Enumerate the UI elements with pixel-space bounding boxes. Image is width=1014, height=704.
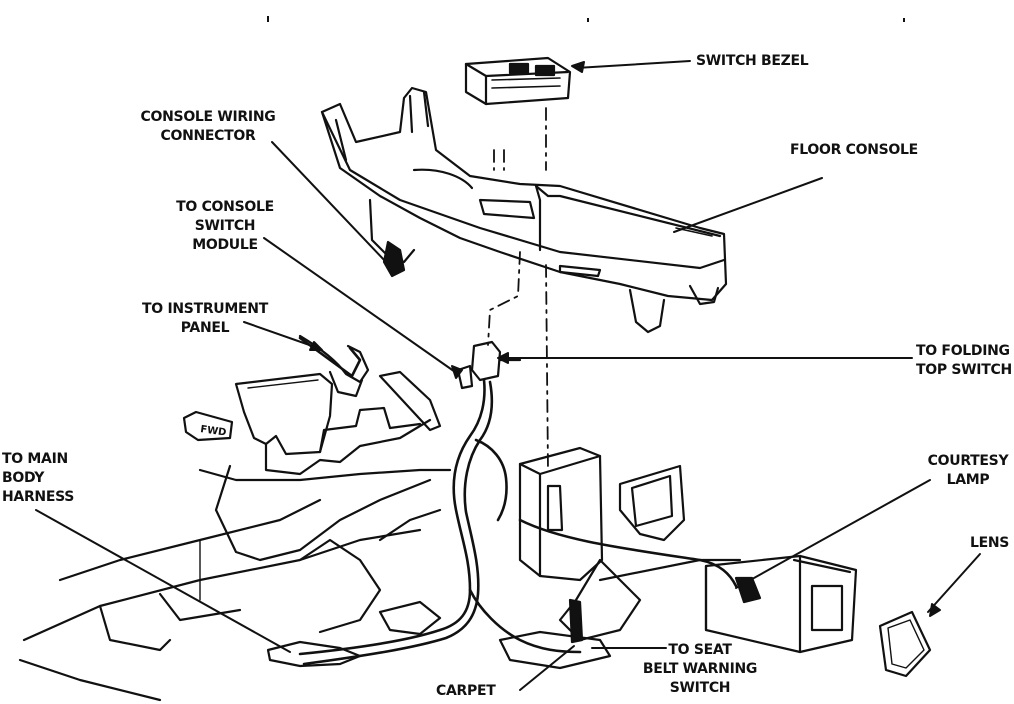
lens-text: LENS — [970, 535, 1010, 551]
label-line: BODY — [2, 470, 45, 486]
label-line: TO SEAT — [668, 642, 732, 658]
label-line: TO MAIN — [2, 451, 68, 467]
edge-marks — [267, 16, 905, 22]
console-switch-module-connector — [456, 340, 522, 390]
label-to-instrument-panel: TO INSTRUMENT PANEL — [136, 300, 274, 338]
label-line: SWITCH — [669, 680, 731, 696]
label-line: TO FOLDING — [916, 343, 1010, 359]
label-line: CONSOLE WIRING — [140, 109, 276, 125]
label-line: HARNESS — [2, 489, 75, 505]
switch-bezel-part — [464, 56, 572, 106]
carpet-text: CARPET — [436, 683, 496, 699]
label-switch-bezel: SWITCH BEZEL — [696, 52, 809, 71]
label-courtesy-lamp: COURTESY LAMP — [924, 452, 1012, 490]
main-body-harness-connector — [266, 600, 442, 668]
label-console-wiring-connector: CONSOLE WIRING CONNECTOR — [136, 108, 280, 146]
instrument-panel-connector — [298, 334, 442, 432]
label-line: TO INSTRUMENT — [142, 301, 268, 317]
alignment-lines — [487, 107, 549, 471]
label-line: CONNECTOR — [160, 128, 256, 144]
center-bracket — [518, 446, 742, 642]
switch-bezel-text: SWITCH BEZEL — [696, 53, 809, 69]
label-to-seat-belt-warning-switch: TO SEAT BELT WARNING SWITCH — [632, 641, 768, 698]
courtesy-lamp-housing — [704, 554, 858, 654]
floor-pan-structure — [18, 372, 452, 702]
label-to-console-switch-module: TO CONSOLE SWITCH MODULE — [170, 198, 280, 255]
label-line: SWITCH — [194, 218, 256, 234]
label-line: COURTESY — [927, 453, 1009, 469]
label-lens: LENS — [970, 534, 1009, 553]
label-floor-console: FLOOR CONSOLE — [790, 141, 918, 160]
label-line: BELT WARNING — [642, 661, 758, 677]
lens-part — [878, 610, 932, 678]
label-to-folding-top-switch: TO FOLDING TOP SWITCH — [916, 342, 1012, 380]
label-line: PANEL — [180, 320, 230, 336]
label-carpet: CARPET — [436, 682, 496, 701]
label-line: TO CONSOLE — [176, 199, 274, 215]
fwd-arrow-label: FWD — [200, 424, 227, 439]
wiring-harness — [298, 336, 738, 666]
label-line: TOP SWITCH — [916, 362, 1012, 378]
seat-belt-switch-connector — [498, 598, 612, 670]
leader-lines — [35, 60, 981, 691]
label-line: LAMP — [946, 472, 990, 488]
label-to-main-body-harness: TO MAIN BODY HARNESS — [2, 450, 74, 507]
floor-console-text: FLOOR CONSOLE — [790, 142, 918, 158]
fwd-arrow-icon — [182, 410, 234, 442]
floor-console-part — [320, 86, 728, 334]
label-line: MODULE — [192, 237, 258, 253]
